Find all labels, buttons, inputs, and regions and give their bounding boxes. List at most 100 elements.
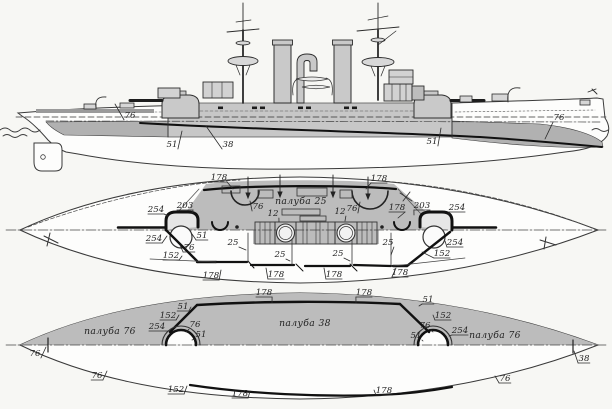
label-leader	[175, 314, 180, 321]
ships-boats	[292, 76, 333, 96]
belt-top-line	[45, 120, 601, 123]
armor-thickness-label: 178	[268, 270, 285, 280]
deck-slope-178-bottom	[188, 383, 454, 397]
label-leader	[191, 233, 197, 241]
armor-thickness-label: 76	[420, 321, 431, 331]
label-leader	[444, 240, 448, 248]
deck-slope-51-fwd	[398, 302, 431, 334]
label-leader	[391, 267, 397, 278]
armor-thickness-label: 152	[163, 251, 179, 261]
label-leader	[343, 257, 351, 262]
armor-thickness-label: 51	[167, 140, 178, 150]
aft-barbette-arc-thin	[161, 325, 201, 346]
armor-thickness-label: 254	[448, 203, 465, 213]
label-leader	[238, 246, 247, 251]
armor-thickness-label: 25	[382, 238, 394, 248]
label-leader	[40, 346, 47, 359]
label-leader	[178, 255, 183, 261]
casemate-bulkheads	[214, 260, 393, 272]
label-leader	[188, 306, 192, 312]
label-leader	[191, 338, 196, 341]
deck-edge-dashed-fwd	[379, 180, 593, 229]
stern-belt-armor	[45, 120, 169, 138]
boat-crane-plan	[399, 191, 413, 202]
armor-thickness-label: 25	[274, 250, 286, 260]
label-leader	[432, 314, 436, 321]
fore-barbette-254	[418, 210, 454, 232]
label-leader	[114, 103, 125, 121]
aft-deckhouse	[157, 81, 234, 99]
armor-thickness-label: 178	[326, 270, 343, 280]
label-leader	[544, 121, 554, 140]
armor-thickness-label: 152	[168, 385, 184, 395]
armor-thickness-label: 76	[190, 320, 201, 330]
armor-thickness-label: 178	[203, 271, 220, 281]
armor-thickness-label: 76	[500, 374, 511, 384]
label-leader	[218, 269, 222, 281]
deck-hatches	[221, 185, 353, 222]
armor-thickness-label: 76	[92, 371, 103, 381]
funnel-1-cap	[272, 39, 293, 46]
funnel-2-cap	[332, 39, 353, 46]
bow-fitting-plan	[539, 236, 557, 250]
mainmast-plan	[235, 225, 239, 229]
label-leader	[421, 339, 424, 342]
deck-slope-178-top	[195, 300, 402, 307]
label-leader	[390, 246, 395, 256]
label-leader	[102, 370, 108, 381]
rudder-pin	[40, 154, 46, 160]
label-leader	[191, 209, 194, 214]
fore-barbette-opening	[418, 330, 448, 345]
armor-thickness-label: 178	[392, 268, 409, 278]
label-leader	[344, 215, 347, 222]
armor-thickness-label: 178	[371, 174, 388, 184]
fore-turret-hood	[423, 90, 439, 96]
armor-thickness-label: 25	[227, 238, 239, 248]
label-leader	[421, 251, 435, 259]
armor-thickness-label: 254	[147, 205, 164, 215]
armor-thickness-label: 12	[268, 209, 279, 219]
label-leader	[163, 213, 169, 217]
funnel-casings	[254, 221, 378, 245]
armor-thickness-label: 76	[554, 113, 565, 123]
armor-thickness-label: 254	[446, 238, 463, 248]
armor-thickness-label: 178	[232, 389, 249, 399]
armor-thickness-label: 76	[30, 349, 41, 359]
deck-name-label: палуба 25	[275, 196, 327, 207]
armor-thickness-label: 25	[332, 249, 344, 259]
fore-barbette-arc-thin	[413, 325, 453, 346]
armor-thickness-label: 178	[376, 386, 393, 396]
armor-thickness-label: 76	[347, 204, 358, 214]
armor-thickness-label: 178	[211, 173, 228, 183]
foremast	[356, 2, 400, 101]
side-armor-178-edge	[202, 185, 398, 192]
label-leader	[185, 328, 190, 333]
armor-thickness-label: 254	[148, 322, 165, 332]
belt-lower-edge	[139, 122, 603, 148]
casemate-deck-plan: 1781782542037612127617820325425451761522…	[5, 173, 607, 284]
gun-arc-fwd-76	[351, 190, 389, 210]
deck-name-label: палуба 38	[279, 318, 331, 329]
label-leader	[365, 182, 372, 190]
label-leader	[437, 127, 442, 147]
mainmast	[226, 2, 260, 104]
label-leader	[179, 244, 184, 253]
armor-thickness-label: 178	[389, 203, 406, 213]
armor-thickness-label: 178	[356, 288, 373, 298]
deck-name-label: палуба 76	[469, 330, 521, 341]
label-leader	[177, 130, 183, 150]
forecastle-dashes	[454, 109, 596, 113]
casemate-arc-fwd-178	[393, 221, 411, 231]
label-leader	[494, 375, 500, 384]
rudder	[33, 142, 63, 172]
armor-thickness-label: 203	[176, 201, 194, 211]
armor-thickness-label: 76	[184, 243, 195, 253]
label-leader	[183, 385, 188, 395]
armor-thickness-label: 152	[435, 311, 451, 321]
funnel-1	[273, 43, 292, 104]
aft-barbette-254	[164, 210, 200, 232]
